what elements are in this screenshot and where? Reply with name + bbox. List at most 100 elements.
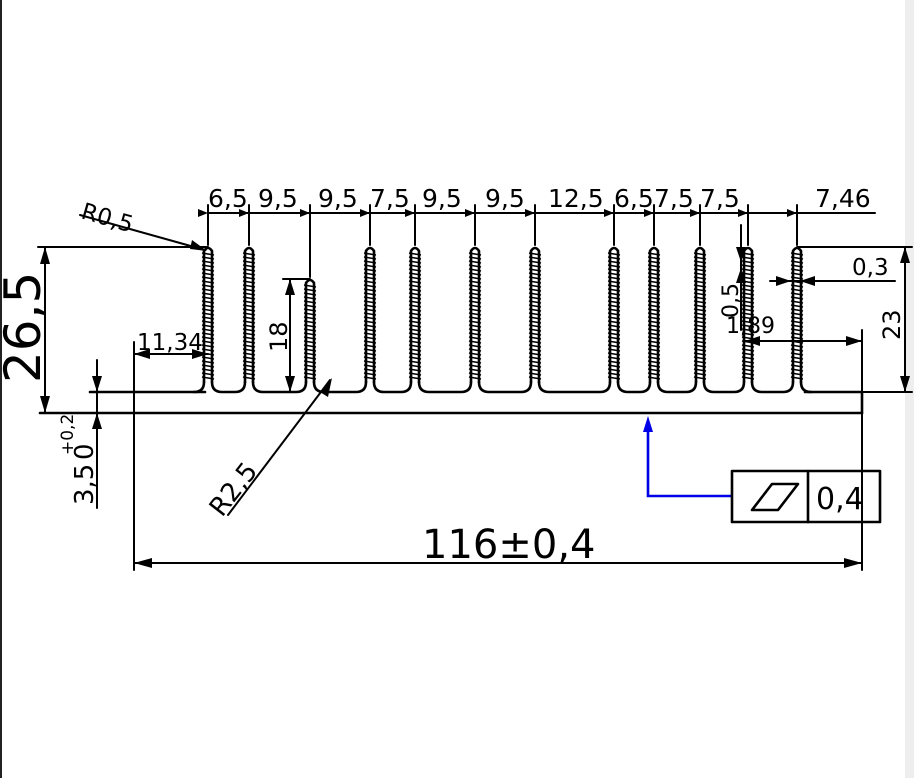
fin-serration	[303, 368, 317, 372]
overall-width-dimension: 116±0,4	[133, 412, 863, 571]
flatness-leader	[646, 428, 733, 498]
fin-serration	[647, 288, 661, 292]
fin-serration	[468, 328, 482, 332]
fin-serration	[468, 376, 482, 380]
fin-serration	[201, 316, 215, 320]
fin-serration	[242, 288, 256, 292]
fin-serration	[528, 356, 542, 360]
fin-serration	[528, 348, 542, 352]
fin-serration	[528, 260, 542, 264]
fin-serration	[303, 296, 317, 300]
fin-serration	[363, 332, 377, 336]
fin-serration	[647, 264, 661, 268]
fin-serration	[201, 376, 215, 380]
fin-serration	[741, 260, 755, 264]
fin-serration	[201, 348, 215, 352]
fin-serration	[528, 284, 542, 288]
top-dim-tick	[405, 209, 415, 217]
fin-serration	[528, 332, 542, 336]
fin-serration	[363, 336, 377, 340]
small-gap-label: 0,5	[719, 283, 744, 318]
fin-serration	[741, 256, 755, 260]
fin-serration	[303, 312, 317, 316]
fin-serration	[201, 260, 215, 264]
fin-serration	[363, 268, 377, 272]
fin-serration	[363, 316, 377, 320]
fin-serration	[242, 280, 256, 284]
fin-serration	[242, 296, 256, 300]
radius-small-callout: R0,5	[78, 199, 207, 251]
fin-serration	[363, 368, 377, 372]
small-gap-dimension: 0,5	[719, 224, 746, 331]
radius-large-leader	[227, 379, 331, 516]
fin-serration	[693, 332, 707, 336]
fin-serration	[242, 340, 256, 344]
fin-serration	[242, 344, 256, 348]
fin-serration	[693, 336, 707, 340]
radius-small-label: R0,5	[78, 199, 136, 238]
fin-serration	[607, 376, 621, 380]
fin-serration	[607, 260, 621, 264]
overall-height-dimension: 26,5	[0, 246, 209, 414]
top-dim-tick	[239, 209, 249, 217]
fin-serration	[741, 376, 755, 380]
valley-arc	[477, 380, 533, 394]
fin-serration	[363, 344, 377, 348]
fin-serration	[693, 276, 707, 280]
fin-serration	[303, 344, 317, 348]
fin-serration	[303, 340, 317, 344]
top-dimension-label: 7,5	[654, 184, 694, 213]
fin-serration	[242, 304, 256, 308]
fin-serration	[647, 300, 661, 304]
fin-serration	[242, 284, 256, 288]
top-dim-tick	[644, 209, 654, 217]
fin-serration	[647, 376, 661, 380]
fin-serration	[408, 252, 422, 256]
fin-serration	[468, 360, 482, 364]
fin-serration	[242, 376, 256, 380]
inner-height-arrow-top	[285, 279, 295, 295]
fin-serration	[408, 296, 422, 300]
fin-serration	[790, 320, 804, 324]
fin-height-arrow-bottom	[900, 376, 910, 392]
fin-serration	[363, 372, 377, 376]
fin-serration	[607, 308, 621, 312]
fin-serration	[693, 368, 707, 372]
top-dim-tick	[198, 209, 208, 217]
fin-serration	[528, 308, 542, 312]
fin-serration	[408, 328, 422, 332]
fin-serration	[303, 308, 317, 312]
fin-serration	[607, 368, 621, 372]
small-width-label: 1,89	[726, 314, 775, 339]
fin-serration	[201, 332, 215, 336]
fin-serration	[363, 288, 377, 292]
fin-serration	[647, 340, 661, 344]
fin-serration	[647, 272, 661, 276]
fin-serration	[790, 292, 804, 296]
radius-small-arrow	[190, 240, 207, 251]
top-dim-tick	[525, 209, 535, 217]
valley-arc	[312, 380, 368, 394]
fin-serration	[303, 356, 317, 360]
fin-serration	[201, 340, 215, 344]
fin-serration	[693, 316, 707, 320]
fin-serration	[528, 364, 542, 368]
fin-serration	[790, 364, 804, 368]
fin-serration	[408, 340, 422, 344]
flatness-value: 0,4	[816, 482, 864, 517]
fin-serration	[528, 292, 542, 296]
fin-serration	[647, 316, 661, 320]
fin-serration	[693, 324, 707, 328]
fin-serration	[741, 364, 755, 368]
fin-serration	[363, 324, 377, 328]
fin-serration	[607, 332, 621, 336]
fin-serration	[363, 364, 377, 368]
overall-width-arrow-right	[844, 558, 862, 568]
fin-serration	[242, 332, 256, 336]
fin	[647, 246, 661, 384]
fin-height-label: 23	[878, 309, 906, 340]
fin-serration	[607, 340, 621, 344]
small-width-arrow-left	[745, 336, 760, 346]
base-thickness-arrow-bottom	[92, 413, 102, 429]
fin-serration	[693, 312, 707, 316]
